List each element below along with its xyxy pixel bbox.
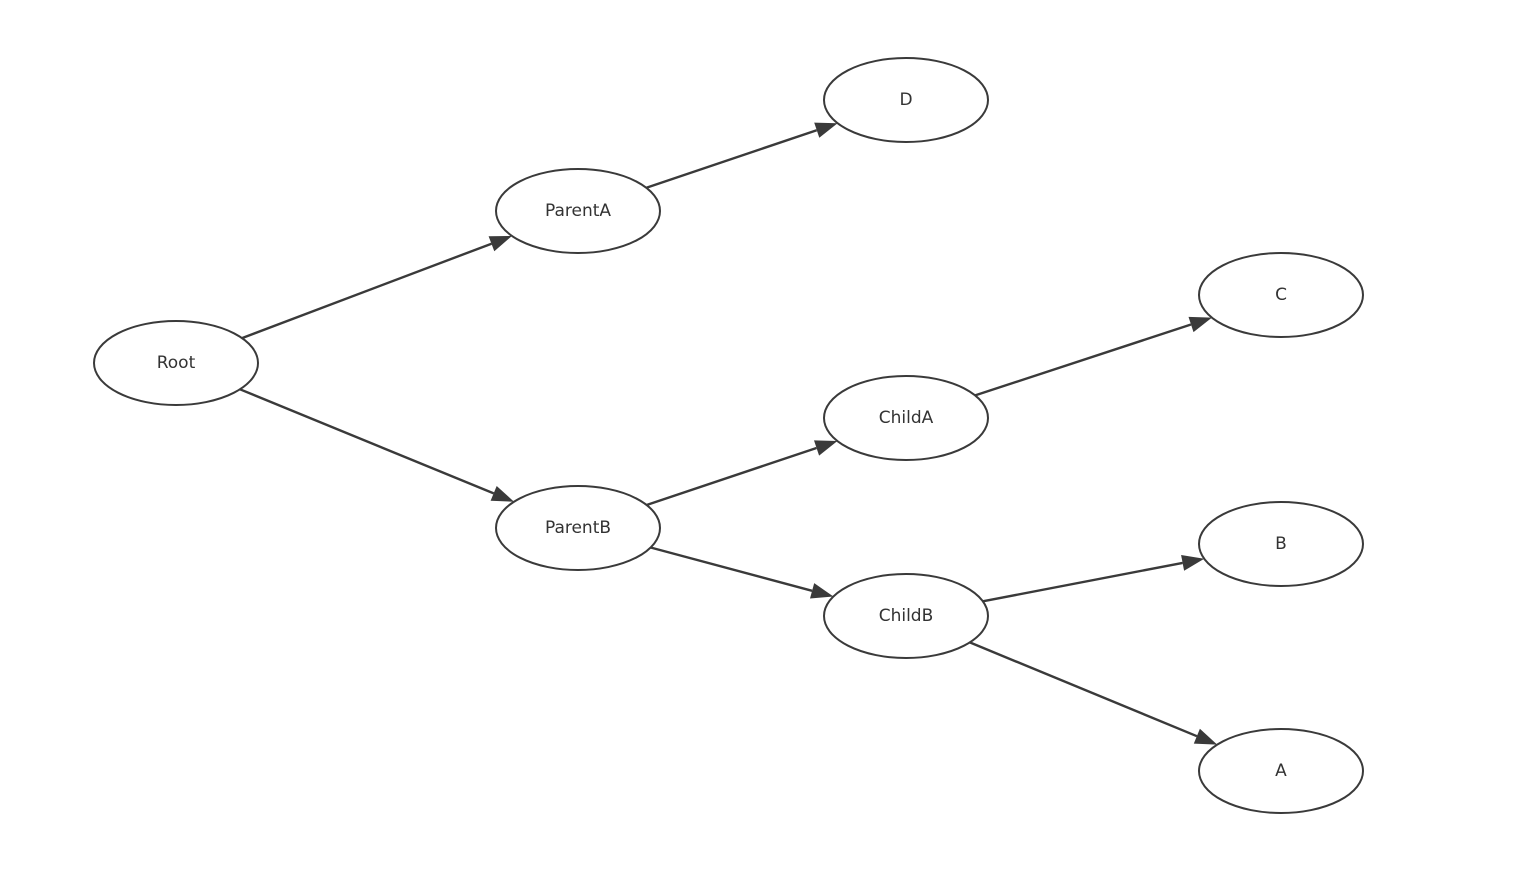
node-ellipse	[93, 320, 259, 406]
arrowhead-icon	[814, 440, 838, 456]
arrowhead-icon	[488, 235, 512, 252]
edge-childB-to-a	[969, 641, 1218, 745]
node-childB: ChildB	[823, 573, 989, 659]
node-root: Root	[93, 320, 259, 406]
node-d: D	[823, 57, 989, 143]
edge-line	[974, 323, 1192, 397]
arrowhead-icon	[814, 122, 838, 138]
arrowhead-icon	[490, 486, 514, 502]
node-ellipse	[1198, 501, 1364, 587]
nodes-layer: Root ParentA ParentB D ChildA ChildB C B A	[93, 57, 1364, 814]
node-label: Root	[157, 353, 196, 373]
node-b: B	[1198, 501, 1364, 587]
edge-root-to-parentA	[241, 235, 512, 340]
edge-root-to-parentB	[239, 388, 514, 502]
node-label: B	[1275, 534, 1287, 554]
arrowhead-icon	[810, 583, 834, 599]
arrowhead-icon	[1193, 728, 1218, 745]
edge-line	[646, 446, 817, 507]
node-ellipse	[823, 573, 989, 659]
node-childA: ChildA	[823, 375, 989, 461]
edge-parentB-to-childA	[646, 440, 838, 507]
arrowhead-icon	[1188, 316, 1212, 333]
node-c: C	[1198, 252, 1364, 338]
edge-line	[650, 546, 813, 592]
node-ellipse	[823, 57, 989, 143]
node-label: A	[1275, 761, 1287, 781]
edge-childA-to-c	[974, 316, 1212, 397]
node-parentA: ParentA	[495, 168, 661, 254]
node-ellipse	[495, 485, 661, 571]
edges-layer	[239, 122, 1218, 745]
edge-parentA-to-d	[646, 122, 838, 189]
node-label: ChildA	[879, 408, 934, 428]
edge-line	[646, 129, 818, 189]
node-label: C	[1275, 285, 1287, 305]
node-label: ChildB	[879, 606, 934, 626]
edge-line	[969, 641, 1198, 738]
edge-line	[239, 388, 495, 495]
node-ellipse	[1198, 728, 1364, 814]
edge-childB-to-b	[982, 555, 1205, 603]
node-parentB: ParentB	[495, 485, 661, 571]
edge-line	[982, 561, 1183, 603]
arrowhead-icon	[1181, 555, 1205, 571]
node-ellipse	[1198, 252, 1364, 338]
node-ellipse	[495, 168, 661, 254]
node-label: ParentA	[545, 201, 611, 221]
node-ellipse	[823, 375, 989, 461]
edge-line	[241, 242, 492, 340]
node-label: D	[899, 90, 912, 110]
edge-parentB-to-childB	[650, 546, 834, 599]
node-a: A	[1198, 728, 1364, 814]
node-label: ParentB	[545, 518, 611, 538]
